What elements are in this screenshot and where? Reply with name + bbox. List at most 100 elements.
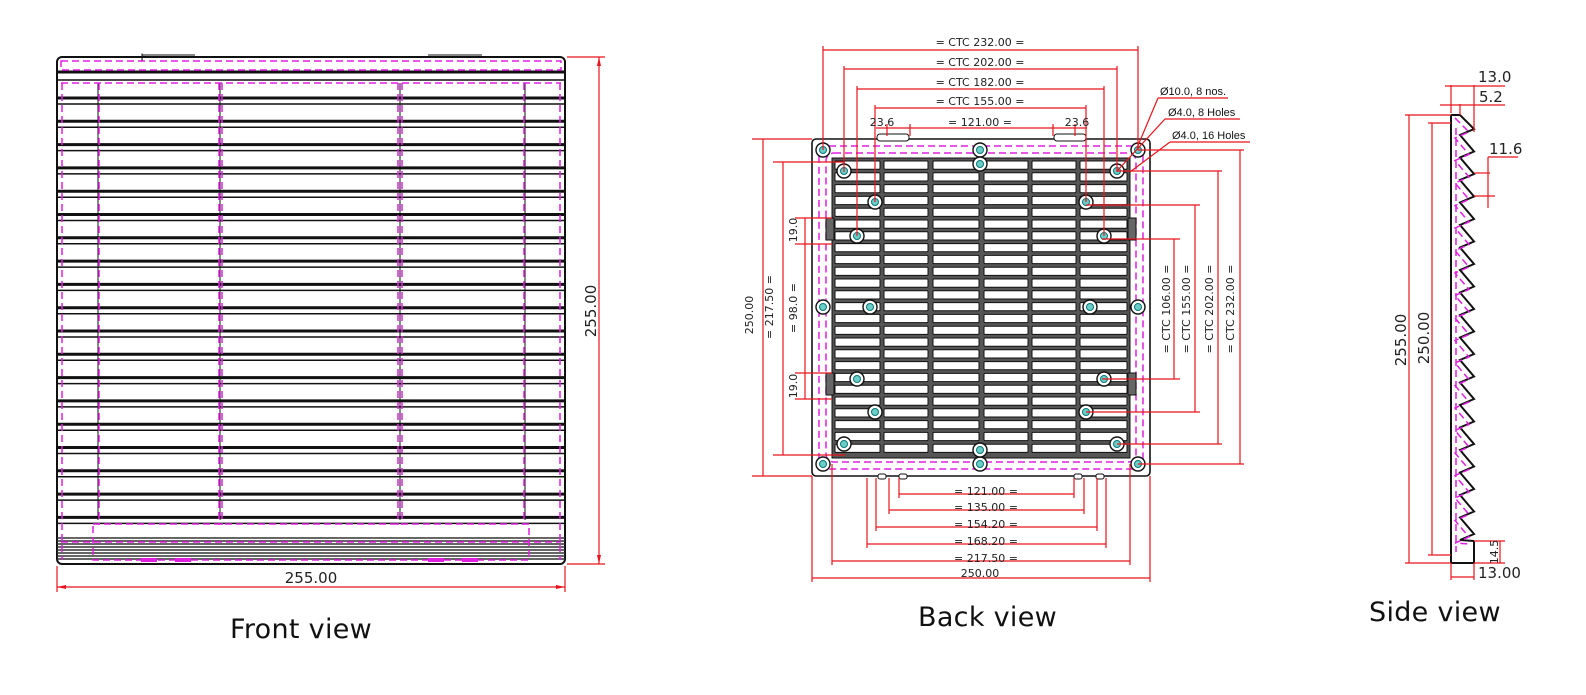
grille-slot: [883, 313, 929, 324]
grille-slot: [1079, 313, 1128, 324]
hole-inner-circle: [976, 146, 984, 154]
grille-slot: [1079, 290, 1128, 300]
side-louver-teeth: [1458, 114, 1476, 542]
grille-slot: [883, 195, 929, 206]
grille-slot: [883, 266, 929, 276]
grille-slot: [1031, 231, 1077, 241]
grille-slot: [983, 361, 1029, 371]
ctc-155-right: = CTC 155.00 =: [1180, 265, 1193, 354]
grille-slot: [834, 396, 881, 406]
front-hidden-tab: [175, 558, 191, 562]
grille-slot: [1031, 184, 1077, 194]
mounting-hole: [972, 156, 988, 172]
grille-slot: [932, 290, 980, 300]
grille-slot: [883, 219, 929, 229]
grille-slot: [932, 431, 980, 442]
clip-height-bottom: 19.0: [787, 374, 800, 399]
side-clip-left-top: [825, 217, 835, 241]
grille-slot: [883, 408, 929, 418]
grille-slot: [932, 349, 980, 359]
mounting-hole: [1130, 299, 1146, 315]
bottom-dim-168: = 168.20 =: [954, 535, 1018, 548]
grille-slot: [1031, 313, 1077, 324]
grille-slot: [983, 349, 1029, 359]
hole-note-4mm-8: Ø4.0, 8 Holes: [1168, 107, 1236, 119]
hole-inner-circle: [819, 303, 827, 311]
side-top-depth: 13.0: [1478, 68, 1511, 86]
back-top-dimensions: = CTC 232.00 = = CTC 202.00 = = CTC 182.…: [822, 36, 1139, 236]
grille-slot: [1031, 160, 1077, 170]
grille-slot: [1079, 243, 1128, 253]
clip-spacing: = 98.0 =: [787, 283, 800, 333]
grille-slot: [834, 420, 881, 430]
side-view: 13.0 5.2 11.6 255.00 250.00 14.5: [1392, 68, 1522, 582]
mounting-hole: [862, 299, 878, 315]
grille-slot: [834, 325, 881, 335]
grille-slot: [983, 219, 1029, 229]
side-height-255: 255.00: [1392, 314, 1410, 367]
grille-slot: [1079, 420, 1128, 430]
ctc-155-top: = CTC 155.00 =: [936, 95, 1025, 108]
front-width-dimension: 255.00: [56, 566, 566, 592]
grille-slot: [1079, 325, 1128, 335]
grille-slot: [983, 184, 1029, 194]
grille-slot: [983, 325, 1029, 335]
grille-slot: [983, 313, 1029, 324]
top-tab-right: [1053, 133, 1087, 142]
grille-slot: [883, 420, 929, 430]
grille-slot: [983, 278, 1029, 288]
back-bottom-dimensions: = 121.00 = = 135.00 = = 154.20 = = 168.2…: [811, 464, 1151, 582]
grille-slot: [983, 396, 1029, 406]
ctc-106-right: = CTC 106.00 =: [1160, 265, 1173, 354]
grille-slot: [1031, 254, 1077, 265]
hole-note-4mm-16: Ø4.0, 16 Holes: [1172, 130, 1246, 142]
side-bottom-dimensions: 14.5 13.00: [1450, 540, 1521, 582]
hole-inner-circle: [840, 440, 848, 448]
grille-slot: [834, 254, 881, 265]
grille-slot: [834, 361, 881, 371]
front-hidden-tab: [141, 558, 157, 562]
grille-slot: [932, 184, 980, 194]
grille-slot: [932, 302, 980, 312]
grille-slot: [983, 384, 1029, 394]
front-outline: [56, 56, 566, 565]
grille-slot: [1031, 325, 1077, 335]
grille-slot: [1031, 361, 1077, 371]
grille-slot: [883, 290, 929, 300]
side-hidden-profile: [1453, 117, 1471, 545]
grille-slot: [1031, 266, 1077, 276]
hole-inner-circle: [866, 303, 874, 311]
hole-inner-circle: [1086, 303, 1094, 311]
grille-slot: [983, 195, 1029, 206]
front-hidden-lines: [60, 53, 562, 562]
grille-slot: [1031, 443, 1077, 453]
grille-slot: [1079, 361, 1128, 371]
mounting-hole: [972, 442, 988, 458]
grille-slot: [1031, 372, 1077, 383]
grille-slot: [883, 254, 929, 265]
grille-slot: [883, 337, 929, 347]
grille-slot: [883, 396, 929, 406]
grille-slot: [1031, 172, 1077, 182]
grille-slot: [1031, 207, 1077, 217]
front-hidden-top: [60, 60, 562, 71]
hole-inner-circle: [1134, 303, 1142, 311]
grille-slot: [883, 372, 929, 383]
grille-slot: [883, 207, 929, 217]
front-height-dimension: 255.00: [567, 56, 605, 565]
mounting-hole: [815, 456, 831, 472]
hole-inner-circle: [976, 160, 984, 168]
grille-slot: [932, 172, 980, 182]
grille-slot: [932, 231, 980, 241]
grille-slot: [983, 266, 1029, 276]
grille-slot: [983, 431, 1029, 442]
grille-slot: [983, 408, 1029, 418]
grille-slot: [932, 361, 980, 371]
grille-slot: [883, 278, 929, 288]
grille-slot: [1079, 254, 1128, 265]
grille-slot: [983, 207, 1029, 217]
grille-slot: [932, 207, 980, 217]
grille-slot: [883, 349, 929, 359]
grille-slot: [1031, 302, 1077, 312]
